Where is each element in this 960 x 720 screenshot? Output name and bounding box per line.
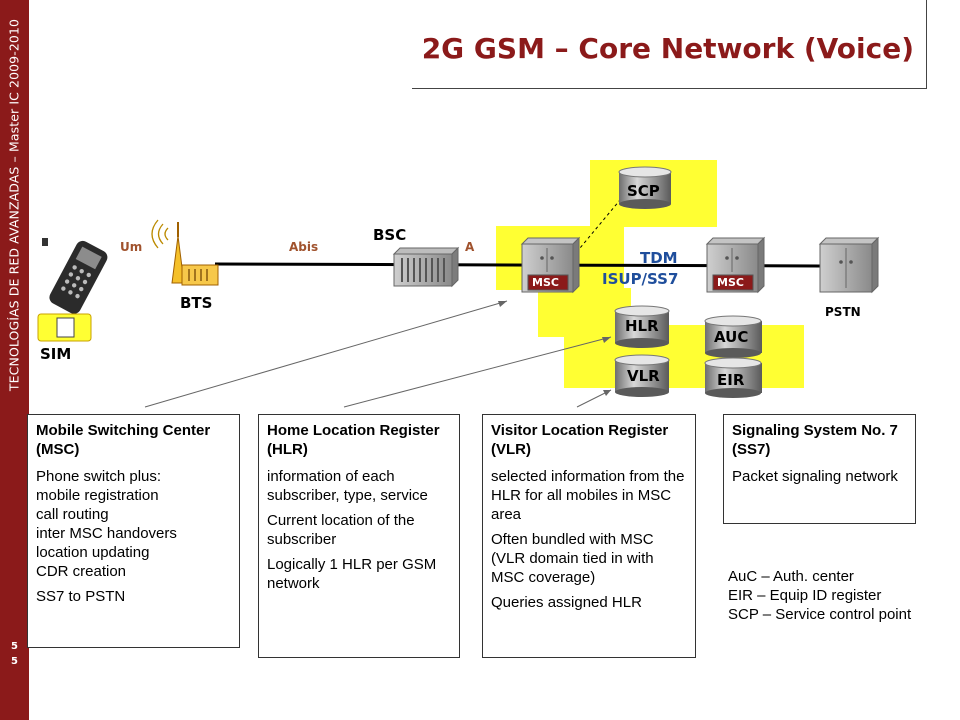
- vlr-box-text-1: selected information from the HLR for al…: [491, 468, 685, 523]
- legend-eir: EIR – Equip ID register: [728, 587, 882, 604]
- msc-2-tag: MSC: [717, 276, 744, 289]
- hlr-database-icon: [614, 305, 670, 348]
- msc-1-tag: MSC: [532, 276, 559, 289]
- legend-auc: AuC – Auth. center: [728, 568, 854, 585]
- hlr-box-text-1: information of each subscriber, type, se…: [267, 468, 428, 504]
- bts-tower-icon: [151, 219, 219, 286]
- scp-label: SCP: [627, 182, 660, 200]
- abis-interface-label: Abis: [289, 240, 319, 254]
- legend-scp: SCP – Service control point: [728, 606, 912, 623]
- vlr-description-box: Visitor Location Register (VLR) selected…: [482, 414, 696, 658]
- msc-box-text: Phone switch plus: mobile registration c…: [36, 468, 177, 580]
- bts-label: BTS: [180, 294, 213, 312]
- title-underline: [412, 88, 927, 89]
- scp-database-icon: [618, 166, 672, 209]
- vlr-label: VLR: [627, 367, 660, 385]
- title-side-rule: [926, 0, 927, 89]
- hlr-box-text-2: Current location of the subscriber: [267, 512, 415, 548]
- page-number-top: 5: [11, 641, 18, 652]
- hlr-description-box: Home Location Register (HLR) information…: [258, 414, 460, 658]
- auc-database-icon: [704, 315, 762, 358]
- page-title: 2G GSM – Core Network (Voice): [421, 32, 914, 65]
- abbreviation-legend: AuC – Auth. center EIR – Equip ID regist…: [728, 567, 911, 624]
- msc-box-heading: Mobile Switching Center (MSC): [36, 422, 211, 458]
- page-number-bottom: 5: [11, 656, 18, 667]
- bsc-label: BSC: [373, 226, 407, 244]
- eir-label: EIR: [717, 371, 745, 389]
- sim-label: SIM: [40, 345, 72, 363]
- hlr-box-text-3: Logically 1 HLR per GSM network: [267, 556, 437, 592]
- ss7-box-text: Packet signaling network: [732, 468, 898, 485]
- isup-ss7-label: ISUP/SS7: [602, 270, 679, 288]
- sim-card-icon: [37, 313, 92, 342]
- pstn-label: PSTN: [825, 305, 861, 319]
- vlr-box-text-3: Queries assigned HLR: [491, 594, 642, 611]
- ss7-box-heading: Signaling System No. 7 (SS7): [732, 422, 898, 458]
- eir-database-icon: [704, 357, 762, 398]
- msc-1-icon: [520, 236, 581, 294]
- pstn-switch-icon: [818, 236, 880, 294]
- hlr-pointer: [343, 336, 612, 408]
- vlr-box-heading: Visitor Location Register (VLR): [491, 422, 669, 458]
- sidebar: TECNOLOGÍAS DE RED AVANZADAS – Master IC…: [0, 0, 29, 720]
- auc-label: AUC: [714, 328, 749, 346]
- um-interface-label: Um: [120, 240, 143, 254]
- msc-2-icon: [705, 236, 766, 294]
- vlr-box-text-2: Often bundled with MSC (VLR domain tied …: [491, 531, 654, 586]
- tdm-label: TDM: [640, 249, 678, 267]
- ss7-description-box: Signaling System No. 7 (SS7) Packet sign…: [723, 414, 916, 524]
- msc-pointer: [144, 300, 508, 408]
- a-interface-label: A: [465, 240, 475, 254]
- bsc-equipment-icon: [392, 246, 460, 288]
- msc-box-text-2: SS7 to PSTN: [36, 588, 126, 605]
- hlr-box-heading: Home Location Register (HLR): [267, 422, 440, 458]
- mobile-phone-icon: [42, 238, 108, 314]
- vlr-database-icon: [614, 354, 670, 397]
- signaling-highlight: [496, 160, 804, 388]
- hlr-label: HLR: [625, 317, 659, 335]
- msc-description-box: Mobile Switching Center (MSC) Phone swit…: [27, 414, 240, 648]
